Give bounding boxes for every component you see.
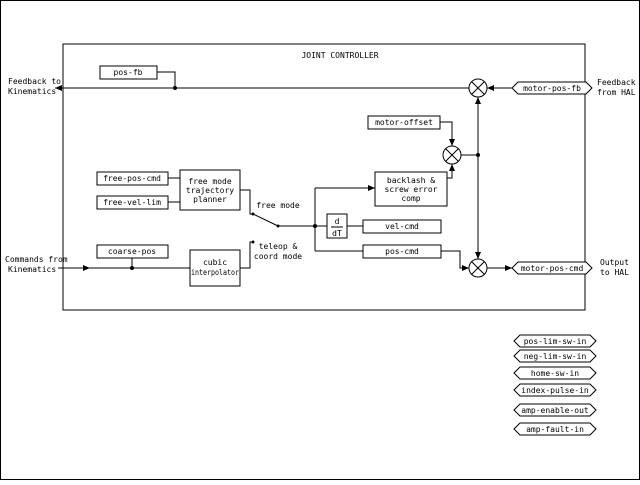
trajectory-planner-box (179, 169, 241, 211)
backlash-comp-label: backlash & (387, 176, 435, 185)
amp-enable-out-tag-label: amp-enable-out (521, 406, 589, 415)
home-sw-in-tag (513, 366, 597, 380)
switch-contact-teleop (251, 240, 255, 244)
index-pulse-in-tag-label: index-pulse-in (521, 386, 589, 395)
cubic-interpolator-label: interpolator (191, 268, 239, 277)
arrow-right-icon (505, 265, 512, 271)
junction-dot (313, 224, 317, 228)
index-pulse-in-tag (513, 383, 597, 397)
mode-switch-wiper (252, 213, 279, 227)
derivative-denominator-label: dT (332, 229, 342, 238)
vel-cmd-box (362, 219, 442, 234)
diagram-title: JOINT CONTROLLER (301, 51, 378, 60)
cubic-interpolator-box (189, 249, 241, 287)
amp-fault-in-tag (513, 422, 597, 436)
trajectory-planner-label: trajectory (186, 186, 234, 195)
hal-pin-tags (511, 81, 597, 436)
neg-lim-sw-in-tag-label: neg-lim-sw-in (524, 352, 587, 361)
arrow-down-icon (475, 252, 481, 259)
free-mode-label: free mode (256, 201, 300, 210)
neg-lim-sw-in-tag (513, 349, 597, 363)
arrow-right-icon (83, 265, 90, 271)
motor-offset-box (367, 115, 441, 130)
pos-cmd-label: pos-cmd (385, 247, 419, 256)
junction-dot (173, 86, 177, 90)
free-vel-lim-label: free-vel-lim (103, 198, 161, 207)
free-pos-cmd-box (96, 171, 169, 186)
pos-fb-tap-wire (157, 71, 176, 88)
feedback-from-hal-label: Feedback (597, 78, 636, 87)
home-sw-in-tag-label: home-sw-in (531, 369, 579, 378)
backlash-comp-label: comp (401, 194, 420, 203)
pos-fb-label: pos-fb (114, 68, 143, 77)
teleop-mode-label: coord mode (254, 252, 302, 261)
derivative-box (326, 213, 348, 239)
motor-pos-cmd-tag (511, 261, 593, 275)
arrow-right-icon (368, 185, 375, 191)
arrowheads (55, 85, 512, 271)
trajectory-planner-label: planner (193, 195, 227, 204)
coarse-pos-label: coarse-pos (108, 247, 156, 256)
arrow-up-icon (475, 97, 481, 104)
feedback-to-kinematics-label: Feedback to (8, 77, 61, 86)
commands-from-kinematics-label: Kinematics (8, 265, 56, 274)
sum-cross-icon (471, 261, 485, 275)
pos-cmd-box (362, 244, 442, 259)
vel-cmd-label: vel-cmd (385, 222, 419, 231)
arrow-down-icon (449, 139, 455, 146)
pos-fb-box (99, 65, 158, 80)
sum-cross-icon (445, 148, 459, 162)
output-to-hal-label: to HAL (600, 268, 629, 277)
motor-pos-cmd-tag-label: motor-pos-cmd (521, 264, 584, 273)
backlash-comp-box (374, 171, 448, 207)
pos-lim-sw-in-tag-label: pos-lim-sw-in (524, 337, 587, 346)
derivative-numerator-label: d (335, 217, 340, 226)
trajectory-planner-label: free mode (188, 177, 232, 186)
feedback-from-hal-label: from HAL (597, 88, 636, 97)
arrow-left-icon (55, 85, 62, 91)
motor-pos-fb-tag-label: motor-pos-fb (523, 84, 581, 93)
pos-lim-sw-in-tag (513, 334, 597, 348)
teleop-mode-label: teleop & (259, 242, 298, 251)
motor-pos-fb-tag (511, 81, 593, 95)
diagram-text: JOINT CONTROLLER pos-fb motor-offset fre… (5, 51, 636, 434)
free-vel-lim-box (96, 195, 169, 210)
junction-dots (130, 86, 480, 270)
switch-contact-free (251, 212, 255, 216)
output-to-hal-label: Output (600, 258, 629, 267)
junction-dot (130, 266, 134, 270)
cubic-interpolator-label: cubic (203, 258, 227, 267)
arrow-up-icon (449, 164, 455, 171)
backlash-comp-label: screw error (385, 185, 438, 194)
junction-dot (476, 153, 480, 157)
free-pos-cmd-label: free-pos-cmd (103, 174, 161, 183)
amp-fault-in-tag-label: amp-fault-in (526, 425, 584, 434)
arrow-right-icon (462, 265, 469, 271)
arrow-left-icon (487, 85, 494, 91)
commands-from-kinematics-label: Commands from (5, 255, 68, 264)
block-boxes (96, 65, 448, 287)
joint-controller-box (62, 43, 586, 311)
coarse-pos-box (96, 244, 169, 259)
switch-common (276, 224, 280, 228)
sum-cross-icon (471, 81, 485, 95)
feedback-to-kinematics-label: Kinematics (8, 87, 56, 96)
summing-junctions (442, 78, 488, 278)
motor-offset-label: motor-offset (375, 118, 433, 127)
amp-enable-out-tag (513, 403, 597, 417)
